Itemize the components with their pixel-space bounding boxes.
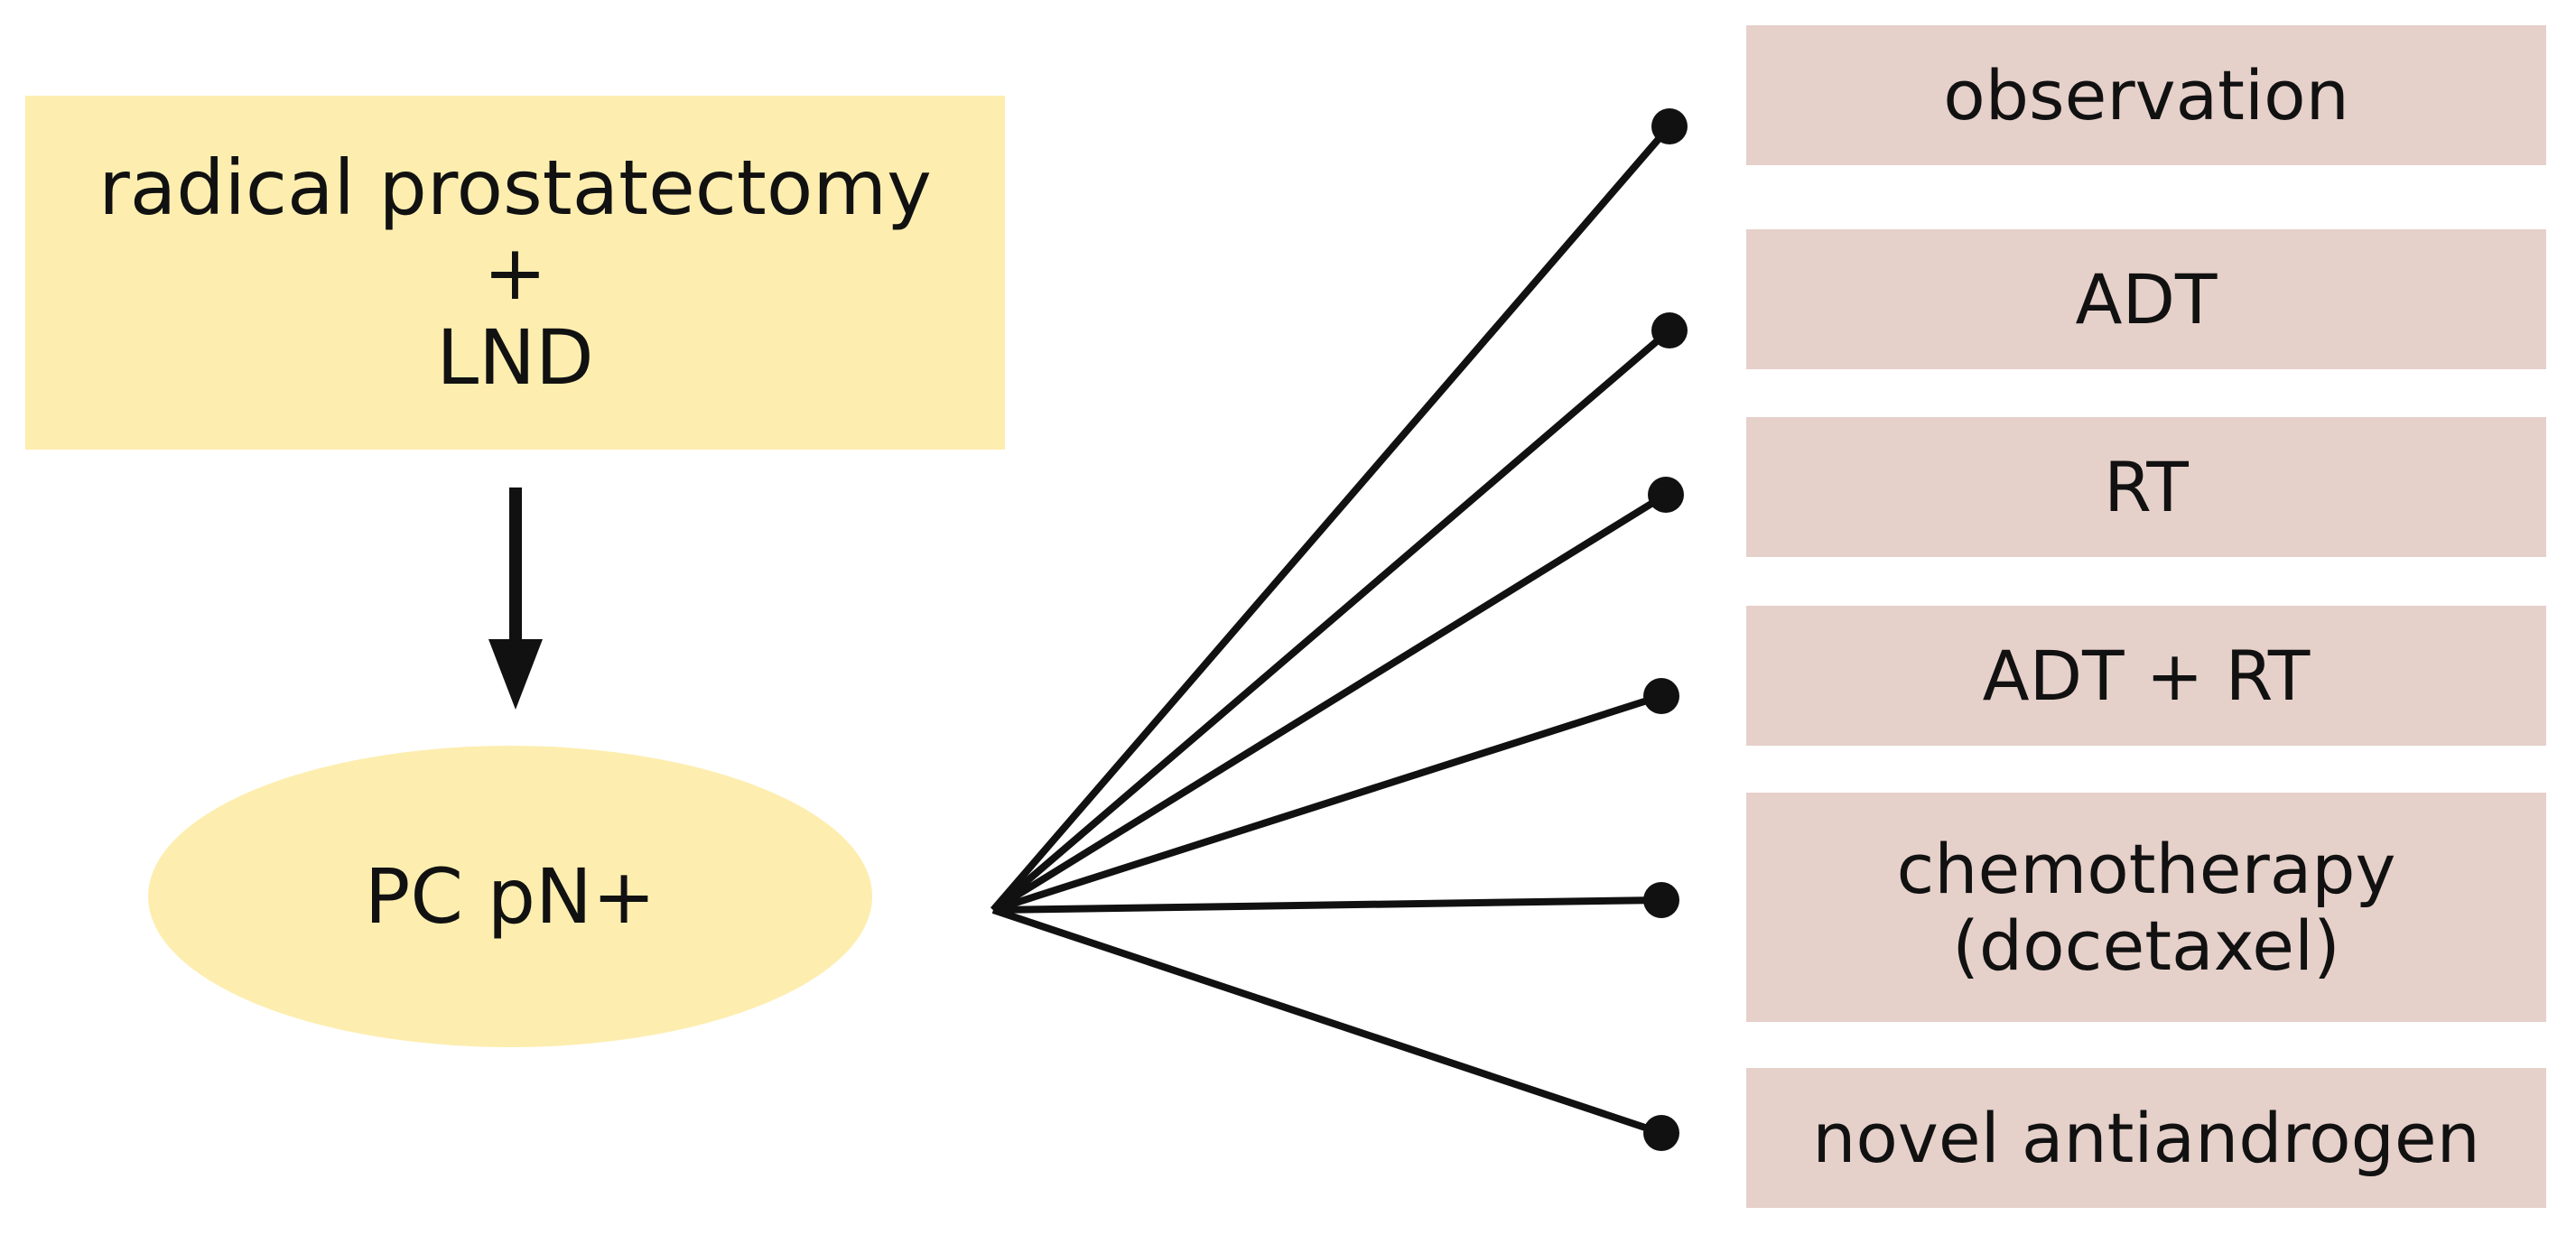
- branch-line-antiandrogen: [991, 906, 1663, 1137]
- option-observation: observation: [1746, 25, 2546, 165]
- option-adt: ADT: [1746, 229, 2546, 369]
- branch-line-rt: [990, 491, 1669, 914]
- branch-dot-chemotherapy: [1643, 882, 1679, 918]
- diagnosis-label: PC pN+: [364, 851, 656, 941]
- option-label: observation: [1943, 54, 2349, 135]
- option-label: RT: [2104, 446, 2189, 527]
- option-rt: RT: [1746, 417, 2546, 557]
- branch-line-adt: [990, 327, 1672, 914]
- branch-dot-observation: [1651, 108, 1688, 144]
- arrow-head: [488, 639, 543, 710]
- option-adt-rt: ADT + RT: [1746, 606, 2546, 746]
- branch-line-adt-rt: [991, 692, 1663, 914]
- option-chemotherapy: chemotherapy (docetaxel): [1746, 793, 2546, 1022]
- branch-dot-rt: [1648, 477, 1684, 513]
- surgery-line-3: LND: [436, 313, 594, 403]
- branch-dot-antiandrogen: [1643, 1115, 1679, 1151]
- option-novel-antiandrogen: novel antiandrogen: [1746, 1068, 2546, 1208]
- option-sublabel: (docetaxel): [1952, 905, 2340, 986]
- branch-line-observation: [990, 124, 1673, 913]
- option-label: novel antiandrogen: [1812, 1097, 2480, 1178]
- branch-line-chemotherapy: [992, 896, 1662, 914]
- option-label: chemotherapy: [1896, 828, 2396, 909]
- surgery-line-1: radical prostatectomy: [98, 143, 932, 232]
- surgery-box: radical prostatectomy + LND: [25, 96, 1005, 450]
- diagnosis-ellipse: PC pN+: [148, 746, 872, 1047]
- branch-dot-adt-rt: [1643, 678, 1679, 714]
- option-label: ADT: [2075, 258, 2218, 339]
- surgery-plus: +: [483, 228, 547, 317]
- option-label: ADT + RT: [1982, 635, 2311, 716]
- branch-dot-adt: [1651, 312, 1688, 348]
